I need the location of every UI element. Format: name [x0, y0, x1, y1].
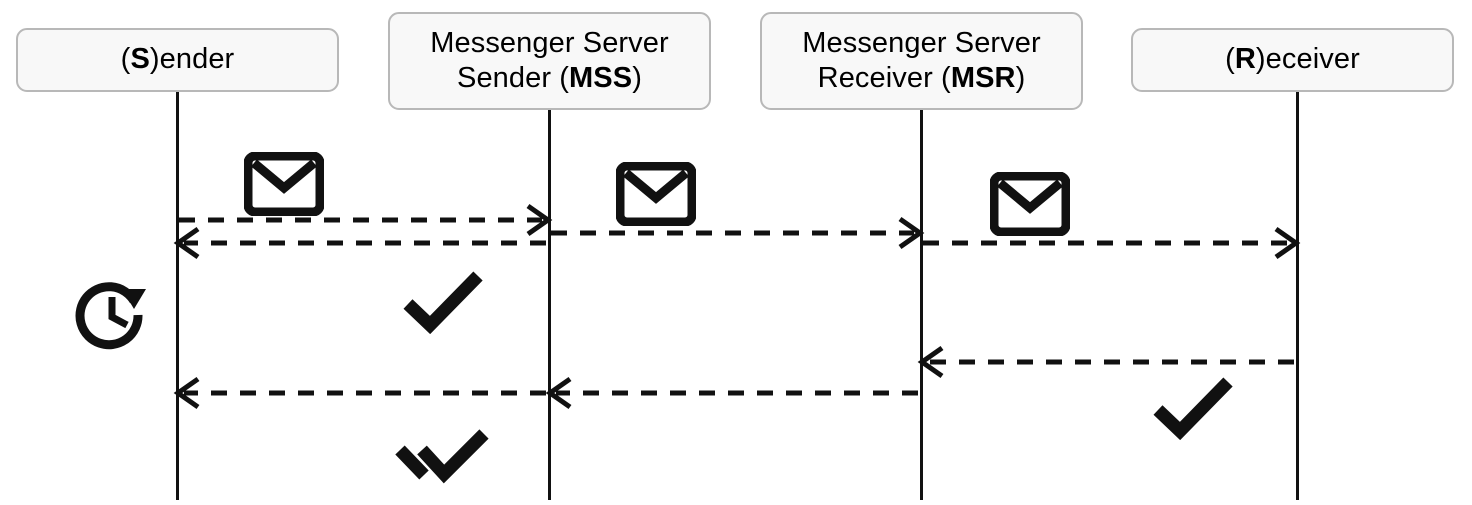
- arrowhead-receiver-to-msr: [917, 345, 944, 379]
- participant-box-sender[interactable]: (S)ender: [16, 28, 339, 92]
- arrowhead-mss-to-msr: [898, 216, 925, 250]
- participant-label-mss: Messenger Server Sender (MSS): [430, 26, 669, 97]
- participant-label-receiver: (R)eceiver: [1225, 43, 1360, 76]
- participant-label-msr-line1: Messenger Server: [802, 26, 1041, 59]
- envelope-icon: [243, 151, 325, 217]
- participant-box-msr[interactable]: Messenger Server Receiver (MSR): [760, 12, 1083, 110]
- arrowhead-msr-to-mss: [545, 376, 572, 410]
- checkmark-icon: [398, 268, 488, 335]
- checkmark-icon: [1148, 374, 1238, 441]
- lifeline-msr: [920, 110, 923, 500]
- participant-label-mss-line1: Messenger Server: [430, 26, 669, 59]
- participant-box-mss[interactable]: Messenger Server Sender (MSS): [388, 12, 711, 110]
- double-checkmark-icon: [392, 428, 496, 500]
- arrowhead-sender-to-mss: [526, 203, 553, 237]
- participant-label-msr: Messenger Server Receiver (MSR): [802, 26, 1041, 97]
- participant-label-msr-line2: Receiver (MSR): [817, 62, 1026, 94]
- participant-box-receiver[interactable]: (R)eceiver: [1131, 28, 1454, 92]
- participant-label-sender: (S)ender: [120, 43, 235, 76]
- participant-label-mss-line2: Sender (MSS): [457, 62, 642, 94]
- arrowhead-msr-to-receiver: [1274, 226, 1301, 260]
- arrowhead-mss-to-sender-2: [173, 376, 200, 410]
- arrowhead-mss-to-sender: [173, 226, 200, 260]
- clock-retry-icon: [72, 275, 152, 355]
- lifeline-mss: [548, 110, 551, 500]
- envelope-icon: [989, 171, 1071, 237]
- lifeline-sender: [176, 92, 179, 500]
- envelope-icon: [615, 161, 697, 227]
- lifeline-receiver: [1296, 92, 1299, 500]
